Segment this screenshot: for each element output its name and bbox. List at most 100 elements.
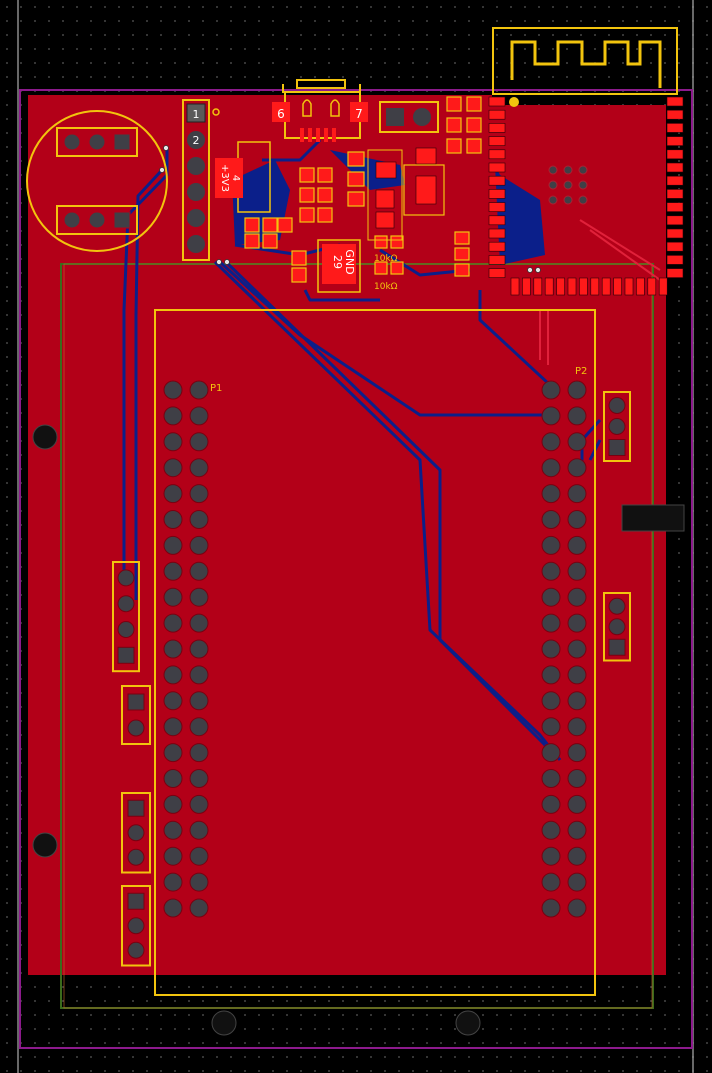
header-pin [541,846,561,866]
header-pin [541,898,561,918]
header-pin [541,769,561,788]
module-pad [666,175,684,186]
header-pin [163,665,183,685]
header-pin [541,432,561,452]
header-pin [541,794,561,814]
header-pin [541,717,561,737]
header-pin [567,458,587,478]
connector-outline [603,391,631,462]
header-pin [163,535,183,555]
module-pad [666,268,684,278]
header-pin [163,769,183,788]
top-traces [539,219,661,365]
usb-pin-7-label: 7 [355,107,363,121]
header-p1-label: P1 [210,383,222,394]
header-pin [567,820,587,840]
header-pin [163,846,183,866]
header-pin [541,691,561,711]
module-pad [488,123,506,133]
usb-uart-chip: 29 GND [317,239,361,293]
module-pad [488,202,506,212]
header-pin [541,535,561,555]
ic-outline [367,149,403,241]
header-pin [541,406,561,426]
header-pin [189,535,209,555]
module-pad [488,109,506,120]
header-pin [541,561,561,581]
header-pin [541,484,561,504]
pin-1-label: 1 [193,108,200,121]
module-pad [666,136,684,146]
header-pin [163,743,183,763]
mounting-hole-icon [32,424,58,450]
module-pad [556,277,565,296]
vias [159,145,541,273]
module-pad [488,255,506,265]
header-pin [163,691,183,711]
header-pin [567,717,587,737]
connector-pin [127,892,145,910]
regulator-net-label: 4 [230,175,241,181]
module-pad [488,228,506,239]
connector-pin [608,397,626,414]
module-pad [658,277,668,296]
module-pad [488,175,506,186]
header-pin [163,898,183,918]
module-pad [666,123,684,133]
header-p2-label: P2 [575,366,587,377]
usb-pin-6-label: 6 [277,107,285,121]
crystal-outline [403,164,445,216]
copper-pour-top [28,95,666,975]
module-courtyard [63,263,653,1009]
connector-pin [127,824,145,842]
module-pad [624,277,634,296]
connector-outline [121,885,151,967]
header-pin [189,665,209,685]
header-pin [541,743,561,763]
resistor-1-value: 10kΩ [374,254,398,264]
header-pin [189,769,209,788]
header-pin [163,872,183,892]
header-pin [189,872,209,892]
header-pin [567,846,587,866]
header-pin [541,820,561,840]
connector-pin [117,569,135,587]
connector-pin [117,595,135,613]
connector-outline [121,685,151,745]
header-pin [163,820,183,840]
connector-pin [608,439,626,456]
header-pin [163,639,183,659]
header-pin [189,432,209,452]
header-pin [189,820,209,840]
connector-pin [608,418,626,435]
module-pad [488,162,506,173]
module-pad [636,277,645,296]
header-pin [567,510,587,529]
header-pin [567,587,587,607]
header-pin [189,587,209,607]
module-pad [488,215,506,226]
header-pin [163,717,183,737]
module-pad [666,202,684,212]
module-pad [488,96,506,107]
pin-2-label: 2 [193,134,200,147]
smd-ic-pads [375,147,437,229]
header-pin [163,484,183,504]
header-pin [567,743,587,763]
connector-pin [117,646,135,664]
header-pin [189,717,209,737]
battery-connector [379,101,439,133]
header-pin [189,380,209,400]
header-pin [567,613,587,633]
voltage-regulator: 4 +3V3 [215,141,271,213]
module-pad [647,277,657,296]
header-pin [541,639,561,659]
connector-pin [608,638,626,656]
header-pin [163,613,183,633]
mounting-hole-icon [455,1010,481,1036]
resistor-2-value: 10kΩ [374,282,398,292]
module-pad [590,277,600,296]
module-pad [488,189,506,199]
module-pad [488,241,506,252]
